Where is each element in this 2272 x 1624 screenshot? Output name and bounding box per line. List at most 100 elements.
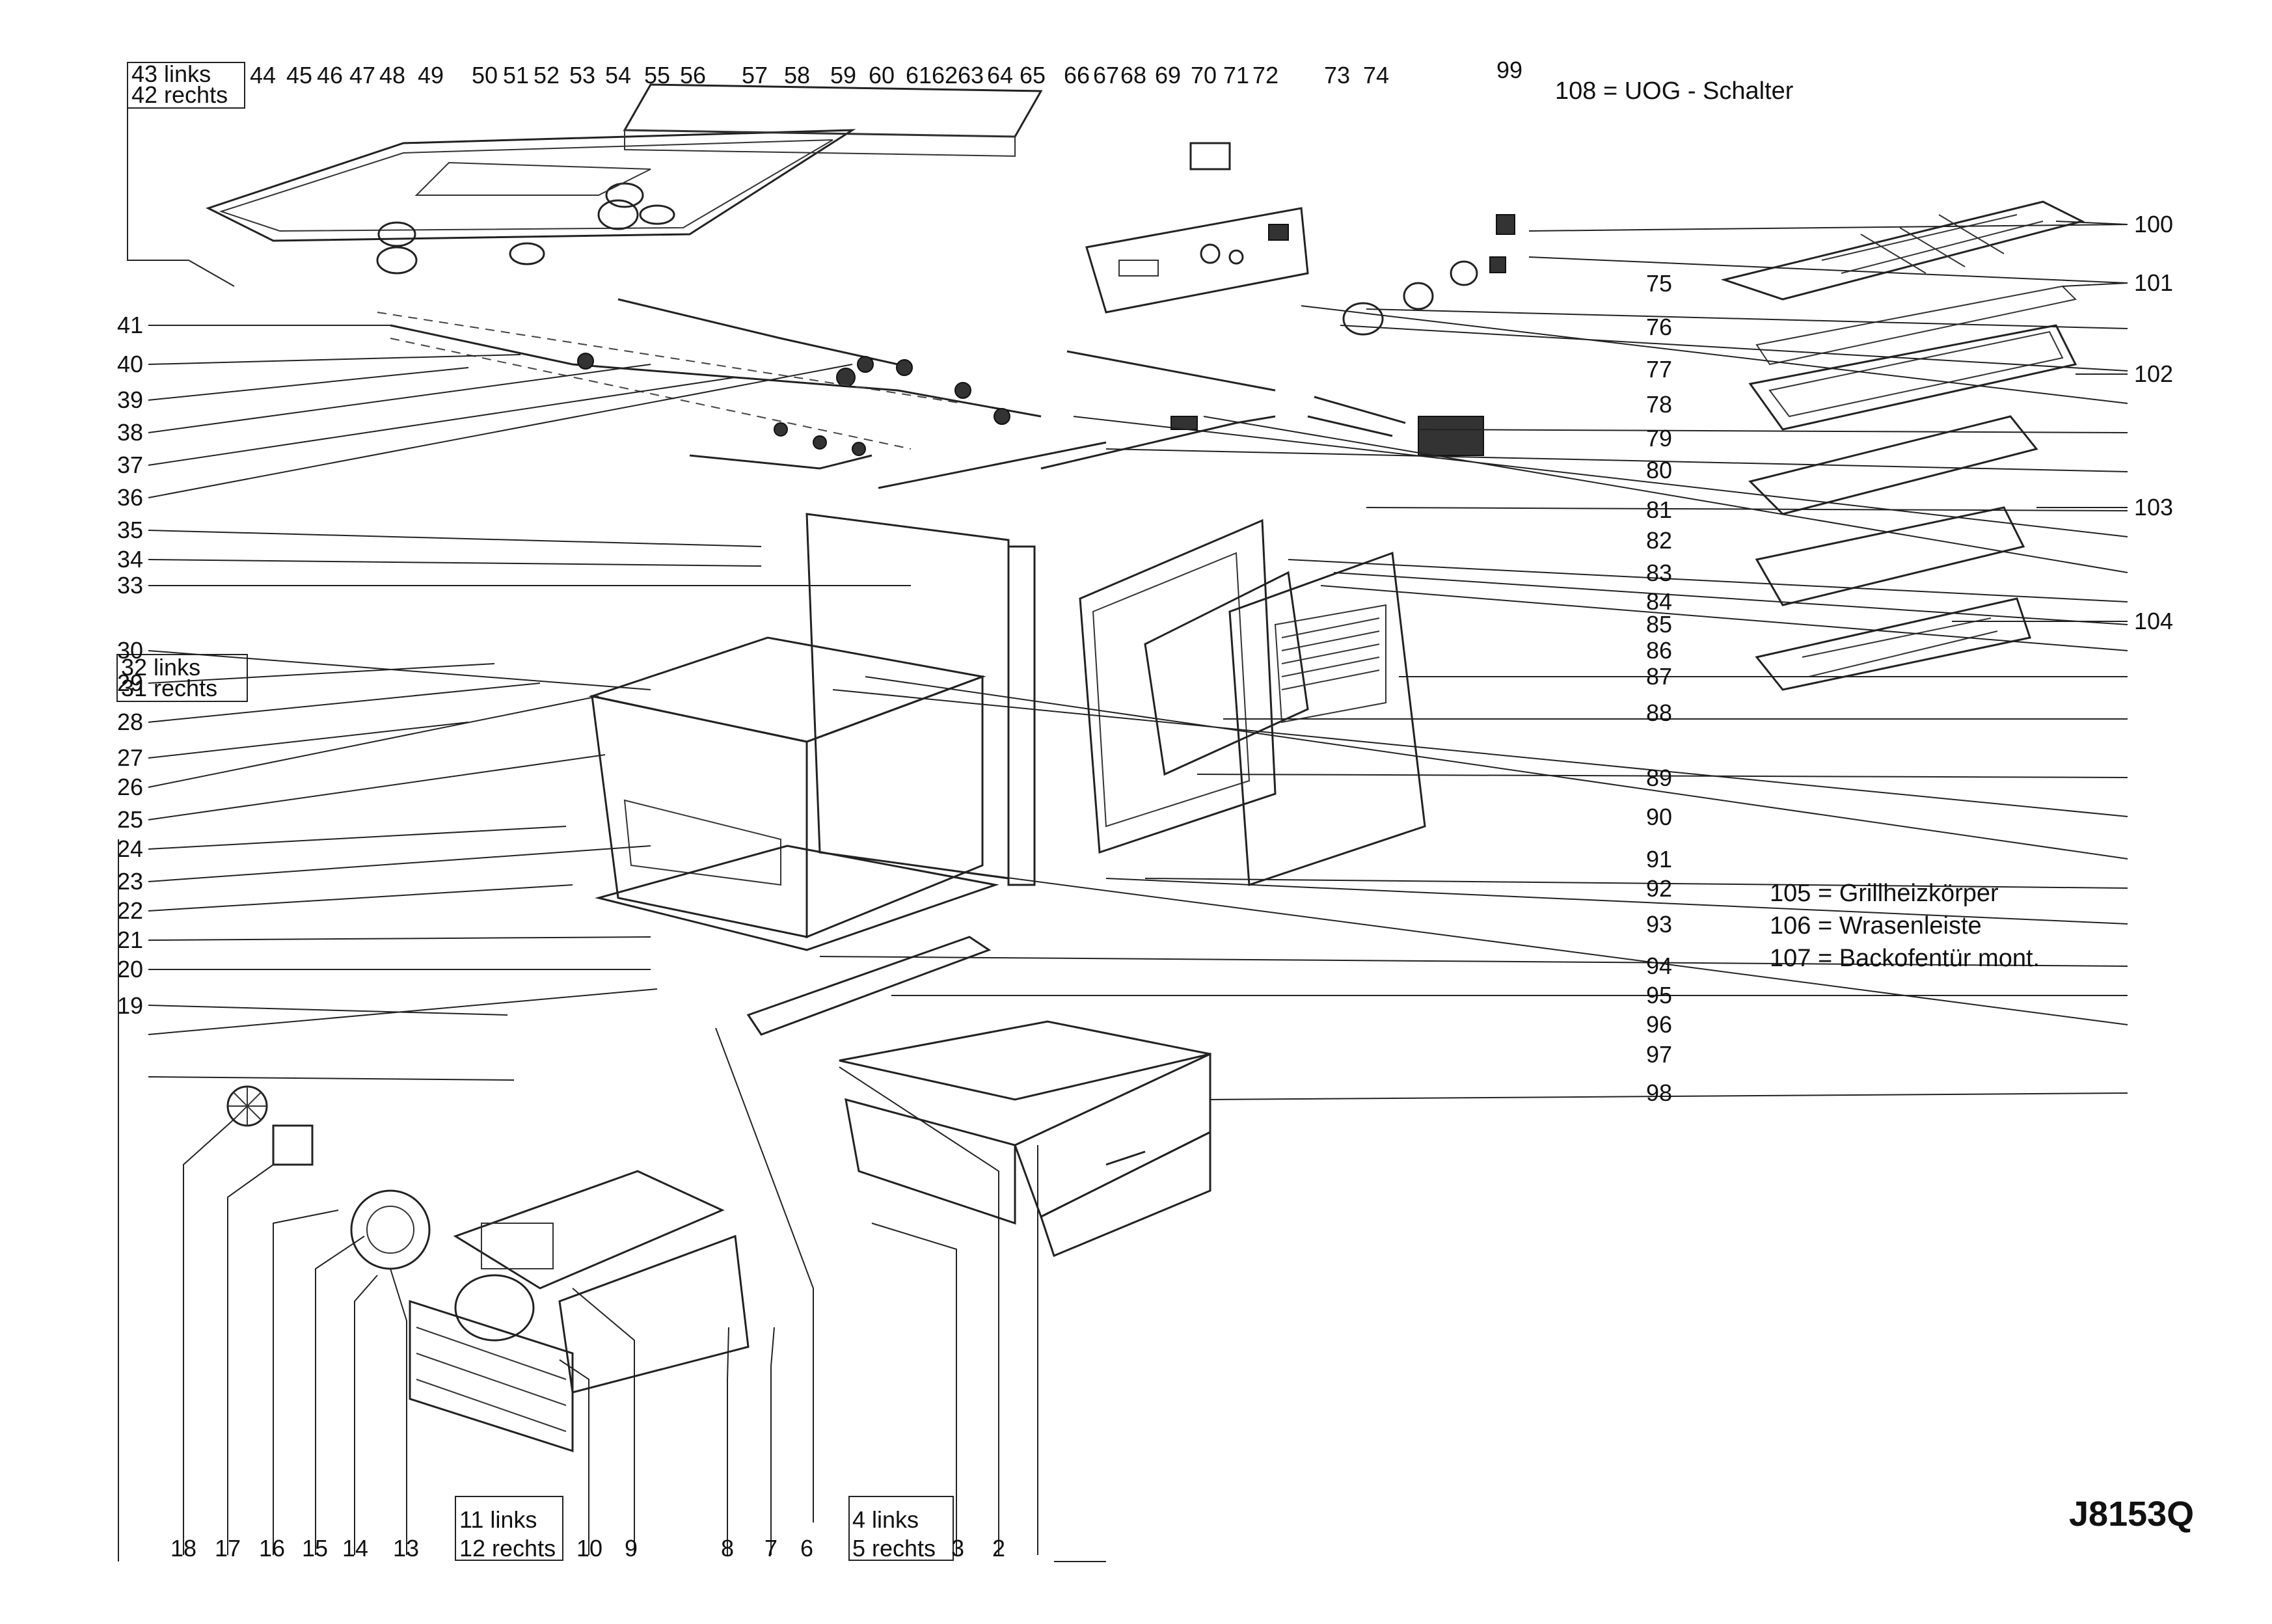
part-number: 53 (569, 62, 595, 88)
part-number: 34 (117, 546, 143, 573)
note-106: 106 = Wrasenleiste (1770, 912, 1982, 940)
lid-panel (623, 83, 1043, 157)
part-number: 55 (644, 62, 670, 88)
part-number: 66 (1064, 62, 1090, 88)
part-number: 39 (117, 386, 143, 413)
part-number: 8 (721, 1535, 734, 1562)
label-4-links: 4 links (852, 1506, 919, 1533)
part-number: 17 (215, 1535, 241, 1562)
part-number: 88 (1646, 699, 1672, 726)
part-number: 35 (117, 517, 143, 543)
boxed-labels: 43 links 42 rechts 32 links 31 rechts 11… (116, 61, 954, 1562)
tray-part-numbers: 100 101 102 103 104 (2134, 211, 2173, 634)
part-number: 71 (1223, 62, 1249, 88)
part-number: 62 (932, 62, 958, 88)
top-part-numbers: 44 45 46 47 48 49 50 51 52 53 54 55 56 5… (250, 57, 1522, 88)
label-32-links: 32 links (121, 654, 200, 681)
part-number: 92 (1646, 875, 1672, 902)
part-number: 75 (1646, 270, 1672, 297)
part-number: 2 (992, 1535, 1005, 1562)
part-number: 40 (117, 351, 143, 377)
part-number: 87 (1646, 663, 1672, 690)
part-number: 46 (317, 62, 343, 88)
gas-pipe-assembly (377, 298, 1276, 489)
part-number: 84 (1646, 588, 1672, 615)
part-number: 14 (342, 1535, 368, 1562)
label-42-rechts: 42 rechts (131, 81, 228, 108)
part-number: 36 (117, 484, 143, 511)
drawer (746, 936, 1211, 1258)
part-number: 90 (1646, 804, 1672, 830)
part-number: 67 (1093, 62, 1119, 88)
bottom-part-numbers: 18 17 16 15 14 13 10 9 8 7 6 3 2 (170, 1535, 1005, 1562)
part-number: 23 (117, 868, 143, 895)
part-number: 24 (117, 835, 143, 862)
part-number: 47 (349, 62, 375, 88)
label-31-rechts: 31 rechts (121, 675, 217, 701)
part-number: 37 (117, 452, 143, 478)
part-number: 83 (1646, 560, 1672, 586)
part-number: 76 (1646, 314, 1672, 340)
part-number: 7 (764, 1535, 778, 1562)
tray-stack (1720, 200, 2085, 691)
part-number: 80 (1646, 457, 1672, 483)
part-number: 56 (680, 62, 706, 88)
part-number: 101 (2134, 269, 2173, 296)
part-number: 9 (625, 1535, 638, 1562)
part-number: 41 (117, 312, 143, 338)
part-number: 52 (534, 62, 560, 88)
part-number: 70 (1191, 62, 1217, 88)
part-number: 15 (302, 1535, 328, 1562)
drawing-code: J8153Q (2069, 1495, 2194, 1534)
part-number: 86 (1646, 637, 1672, 664)
right-part-numbers: 75 76 77 78 79 80 81 82 83 84 85 86 87 8… (1646, 270, 1672, 1106)
part-number: 61 (906, 62, 932, 88)
part-number: 79 (1646, 425, 1672, 452)
part-number: 21 (117, 927, 143, 953)
part-number: 63 (958, 62, 984, 88)
part-number: 103 (2134, 494, 2173, 521)
part-number: 98 (1646, 1079, 1672, 1106)
hob-top-plate (206, 129, 856, 275)
label-11-links: 11 links (459, 1506, 537, 1533)
part-number: 30 (117, 637, 143, 664)
part-number: 73 (1324, 62, 1350, 88)
part-number: 33 (117, 572, 143, 599)
note-107: 107 = Backofentür mont. (1770, 945, 2040, 972)
part-number: 77 (1646, 356, 1672, 383)
part-number: 13 (393, 1535, 419, 1562)
part-number: 102 (2134, 360, 2173, 387)
part-number: 22 (117, 897, 143, 924)
part-number: 29 (117, 670, 143, 696)
note-108: 108 = UOG - Schalter (1555, 77, 1794, 105)
part-number: 27 (117, 744, 143, 771)
part-number: 78 (1646, 391, 1672, 418)
part-number: 97 (1646, 1041, 1672, 1068)
label-5-rechts: 5 rechts (852, 1535, 936, 1562)
part-number: 100 (2134, 211, 2173, 237)
part-number: 48 (379, 62, 405, 88)
part-number: 94 (1646, 953, 1672, 979)
part-number: 57 (742, 62, 768, 88)
part-number: 26 (117, 774, 143, 800)
part-number: 25 (117, 806, 143, 833)
part-number: 38 (117, 419, 143, 446)
part-number: 104 (2134, 608, 2173, 634)
part-number: 18 (170, 1535, 196, 1562)
part-number: 69 (1155, 62, 1181, 88)
part-number: 16 (259, 1535, 285, 1562)
part-number: 68 (1120, 62, 1146, 88)
part-number: 58 (784, 62, 810, 88)
part-number: 89 (1646, 765, 1672, 791)
part-number: 91 (1646, 846, 1672, 873)
fan-assembly (226, 1085, 750, 1453)
part-number: 54 (605, 62, 631, 88)
oven-cavity (588, 513, 1036, 951)
part-number: 96 (1646, 1011, 1672, 1038)
part-number: 64 (987, 62, 1013, 88)
part-number: 3 (951, 1535, 964, 1562)
part-number: 99 (1496, 57, 1522, 83)
part-number: 60 (869, 62, 895, 88)
part-number: 50 (472, 62, 498, 88)
part-number: 45 (286, 62, 312, 88)
